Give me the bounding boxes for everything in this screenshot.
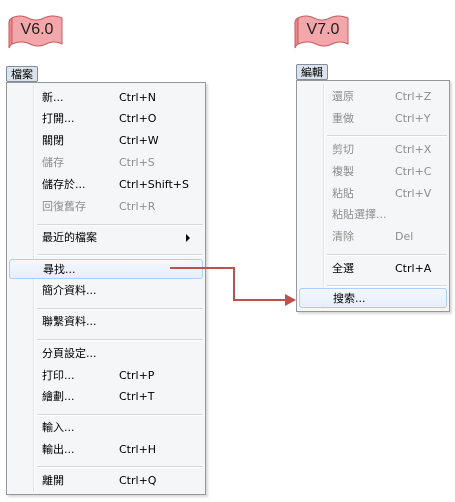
edit-menu: 還原 Ctrl+Z 重做 Ctrl+Y 剪切 Ctrl+X 複製 Ctrl+C … [296,80,450,312]
menu-item-redo[interactable]: 重做 Ctrl+Y [299,109,447,129]
menu-item-label: 儲存於... [42,178,86,191]
menu-item-label: 重做 [332,112,354,125]
menu-item-clear[interactable]: 清除 Del [299,227,447,247]
menu-item-shortcut: Ctrl+A [395,262,432,275]
menu-item-import[interactable]: 輸入... [9,418,203,438]
menu-item-label: 打開... [42,112,75,125]
menu-item-new[interactable]: 新... Ctrl+N [9,88,203,108]
menu-item-label: 聯繫資料... [42,315,97,328]
menu-item-label: 全選 [332,262,354,275]
menu-item-label: 複製 [332,165,354,178]
scroll-banner-icon [8,15,63,49]
menu-item-label: 最近的檔案 [42,231,97,244]
menu-item-shortcut: Ctrl+N [119,91,157,104]
menu-item-paste-special[interactable]: 粘貼選擇... [299,205,447,225]
menu-separator [37,254,203,256]
menu-item-label: 分頁設定... [42,347,97,360]
menu-item-shortcut: Ctrl+T [119,390,155,403]
menu-item-contacts[interactable]: 聯繫資料... [9,312,203,332]
scroll-banner-icon [294,15,349,49]
v6-banner-label: V6.0 [20,21,54,38]
edit-menu-label: 編輯 [301,66,323,79]
v7-banner-label: V7.0 [306,21,340,38]
menu-item-label: 關閉 [42,134,64,147]
menu-item-shortcut: Ctrl+Shift+S [119,178,189,191]
menu-item-label: 新... [42,91,64,104]
menu-item-shortcut: Ctrl+W [119,134,159,147]
menu-item-label: 還原 [332,90,354,103]
menu-item-exit[interactable]: 離開 Ctrl+Q [9,471,203,491]
menu-item-export[interactable]: 輸出... Ctrl+H [9,440,203,460]
menu-item-shortcut: Ctrl+S [119,156,155,169]
menu-item-save[interactable]: 儲存 Ctrl+S [9,153,203,173]
menu-item-label: 搜索... [333,292,366,305]
menu-item-shortcut: Ctrl+C [395,165,432,178]
menu-item-copy[interactable]: 複製 Ctrl+C [299,162,447,182]
menu-item-label: 離開 [42,474,64,487]
menu-item-select-all[interactable]: 全選 Ctrl+A [299,259,447,279]
menu-item-shortcut: Ctrl+Q [119,474,157,487]
menu-item-shortcut: Ctrl+R [119,200,156,213]
submenu-arrow-icon [186,234,190,242]
menu-item-print[interactable]: 打印... Ctrl+P [9,366,203,386]
menu-item-shortcut: Ctrl+Y [395,112,431,125]
menu-item-shortcut: Ctrl+X [395,143,432,156]
menu-item-shortcut: Ctrl+Z [395,90,432,103]
menu-item-save-as[interactable]: 儲存於... Ctrl+Shift+S [9,175,203,195]
edit-menu-button[interactable]: 編輯 [296,64,328,80]
menu-separator [327,285,447,287]
menu-item-label: 尋找... [43,263,76,276]
menu-item-undo[interactable]: 還原 Ctrl+Z [299,87,447,107]
menu-item-label: 打印... [42,369,75,382]
menu-item-label: 粘貼選擇... [332,208,387,221]
menu-item-shortcut: Ctrl+V [395,187,432,200]
menu-item-shortcut: Ctrl+P [119,369,155,382]
menu-item-profile[interactable]: 簡介資料... [9,281,203,301]
menu-item-shortcut: Ctrl+O [119,112,157,125]
menu-item-label: 清除 [332,230,354,243]
menu-separator [327,135,447,137]
menu-item-cut[interactable]: 剪切 Ctrl+X [299,140,447,160]
v7-banner: V7.0 [292,14,354,49]
menu-separator [37,466,203,468]
menu-item-shortcut: Del [395,230,414,243]
menu-item-label: 儲存 [42,156,64,169]
menu-separator [37,308,203,310]
file-menu-button[interactable]: 檔案 [6,66,38,82]
menu-item-label: 簡介資料... [42,284,97,297]
menu-item-shortcut: Ctrl+H [119,443,157,456]
menu-item-revert[interactable]: 回復舊存 Ctrl+R [9,197,203,217]
menu-separator [37,339,203,341]
menu-item-label: 剪切 [332,143,354,156]
menu-separator [327,254,447,256]
menu-item-open[interactable]: 打開... Ctrl+O [9,109,203,129]
menu-item-page-setup[interactable]: 分頁設定... [9,344,203,364]
menu-item-search[interactable]: 搜索... [299,288,447,308]
menu-item-draw[interactable]: 繪劃... Ctrl+T [9,387,203,407]
file-menu: 新... Ctrl+N 打開... Ctrl+O 關閉 Ctrl+W 儲存 Ct… [6,82,206,495]
v6-banner: V6.0 [6,14,68,49]
menu-separator [37,224,203,226]
menu-item-label: 粘貼 [332,187,354,200]
menu-item-paste[interactable]: 粘貼 Ctrl+V [299,184,447,204]
menu-item-recent-files[interactable]: 最近的檔案 [9,228,203,248]
menu-item-label: 輸入... [42,421,75,434]
menu-item-label: 繪劃... [42,390,75,403]
file-menu-label: 檔案 [11,68,33,81]
menu-separator [37,414,203,416]
menu-item-find[interactable]: 尋找... [9,259,203,279]
menu-item-label: 回復舊存 [42,200,86,213]
menu-item-close[interactable]: 關閉 Ctrl+W [9,131,203,151]
menu-item-label: 輸出... [42,443,75,456]
